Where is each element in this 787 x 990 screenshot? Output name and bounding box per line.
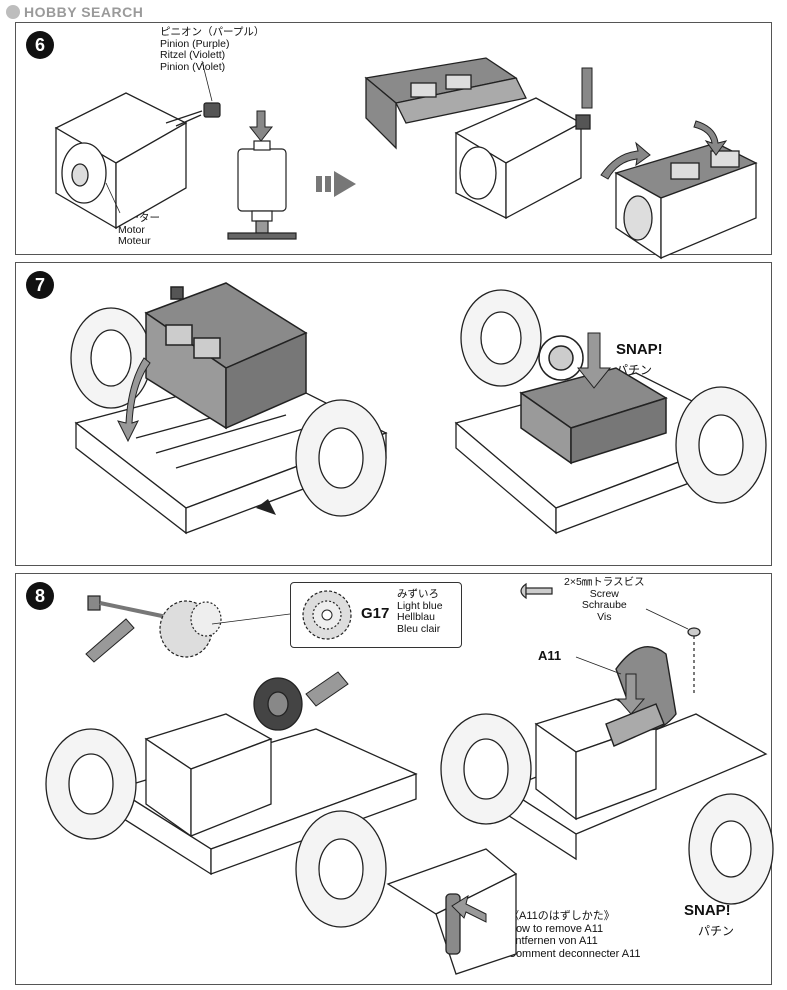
pinion-leader-line: [201, 60, 213, 102]
step-number: 8: [26, 582, 54, 610]
tire-front-left: [295, 810, 387, 928]
gear-callout-box: G17 みずいろ Light blue Hellblau Bleu clair: [290, 582, 462, 648]
tire-front-left: [295, 399, 387, 517]
small-pointer-arrow: [256, 499, 276, 515]
screw-label: 2×5㎜トラスビス Screw Schraube Vis: [564, 576, 645, 623]
watermark-logo-icon: [6, 5, 20, 19]
press-arrow: [248, 110, 274, 142]
gearbox-motor-seated: [519, 335, 668, 465]
snap-jp-label: パチン: [698, 924, 735, 938]
step-8-illustration: [45, 582, 774, 975]
curved-arrow: [600, 141, 651, 180]
gearbox-housing-open: [364, 57, 527, 150]
part-a11-label: A11: [538, 648, 562, 663]
grease-tube: [85, 618, 135, 663]
tire-rear-right: [440, 713, 532, 825]
gear-code: G17: [361, 605, 390, 622]
insert-arrow-left: [117, 357, 151, 443]
gear-g17-icon: [302, 590, 352, 640]
screw-leader-line: [645, 608, 689, 630]
snap-label: SNAP!: [684, 902, 731, 919]
next-arrow: [316, 171, 356, 197]
tool-arrow: [581, 67, 593, 109]
press-motor-drawing: [227, 140, 297, 240]
pinion-label: ピニオン（パープル） Pinion (Purple) Ritzel (Viole…: [160, 26, 265, 73]
snap-label: SNAP!: [616, 341, 663, 358]
gear-leader-line: [211, 613, 291, 625]
a11-leader-line: [575, 656, 622, 675]
motor-leader-line: [105, 182, 121, 214]
motor-body-left: [144, 713, 273, 838]
step-number: 6: [26, 31, 54, 59]
tire-rear-right: [460, 289, 542, 387]
watermark-text: HOBBY SEARCH: [24, 4, 144, 20]
motor-label: モーター Motor Moteur: [118, 212, 160, 247]
removal-inset-drawing: [386, 848, 518, 975]
step-6-illustration: [54, 57, 758, 260]
down-curved-arrow: [693, 120, 728, 156]
motor-in-housing: [454, 97, 591, 220]
gear-color-label: みずいろ Light blue Hellblau Bleu clair: [397, 588, 443, 635]
install-arrow: [305, 671, 349, 707]
tire-rear-left: [70, 307, 152, 409]
motor-body-right: [534, 698, 658, 821]
step-6-panel: 6 ピニオン（パープル） Pinion (Purple) Ritzel (Vio…: [15, 22, 772, 260]
assembled-gearbox: [614, 142, 758, 260]
tire-front-right: [675, 386, 767, 504]
step-number: 7: [26, 271, 54, 299]
removal-arrow: [451, 894, 487, 923]
screw-drawing: [687, 627, 701, 694]
tire-rear-left: [45, 728, 137, 840]
gear-drawing: [159, 600, 222, 658]
remove-a11-label: 《A11のはずしかた》 How to remove A11 Entfernen …: [508, 910, 641, 960]
step-7-panel: 7 SNAP! パチン: [15, 262, 772, 566]
motor-drawing: [54, 92, 202, 230]
step-7-illustration: [70, 282, 767, 535]
watermark: HOBBY SEARCH: [6, 4, 143, 20]
gearbox-motor-left: [144, 282, 308, 430]
screw-icon: [520, 582, 553, 600]
tire-front-right: [688, 793, 774, 905]
snap-down-arrow: [576, 332, 612, 389]
a11-down-arrow: [616, 673, 646, 715]
gear-installed: [253, 677, 303, 731]
pinion-drawing: [165, 102, 221, 124]
step-8-panel: 8 G17 みずいろ Light blue Hellblau Bleu clai…: [15, 573, 774, 985]
